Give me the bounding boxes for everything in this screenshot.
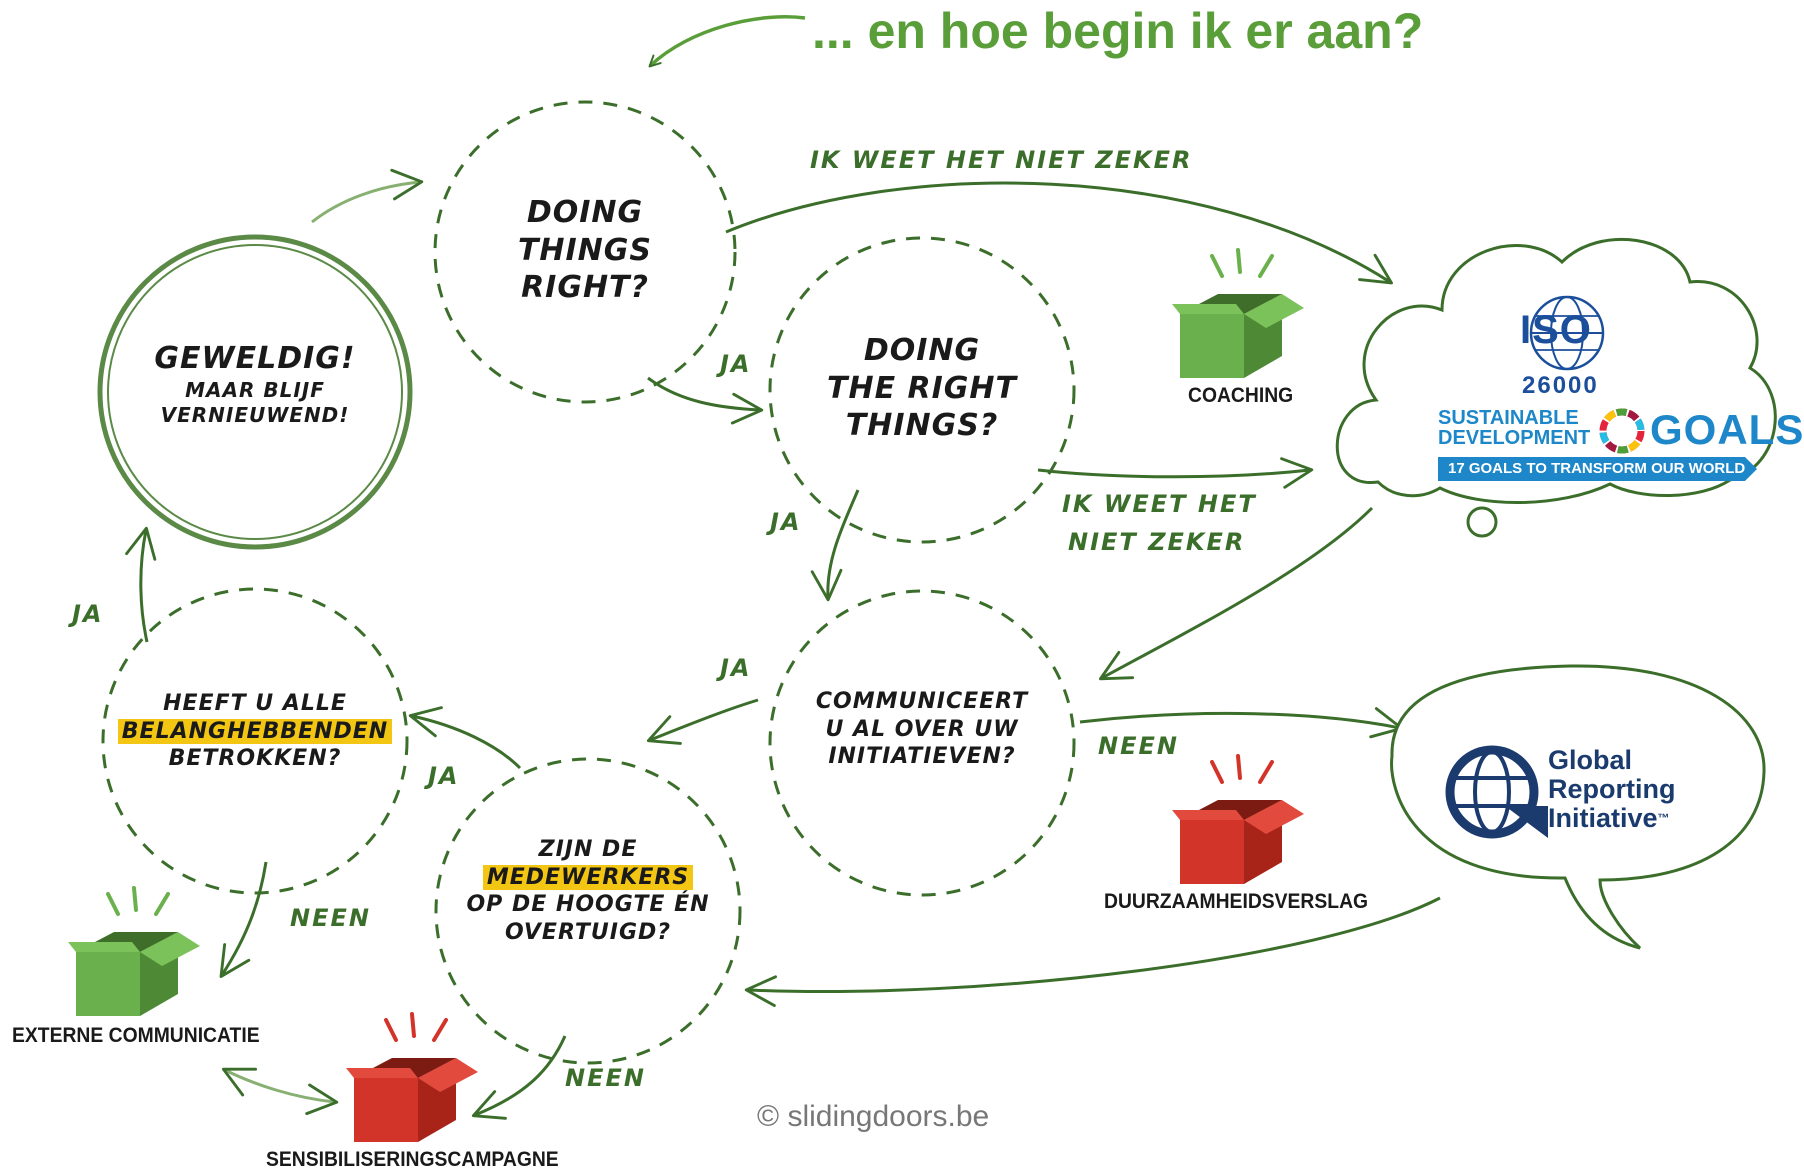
node-line: OVERTUIGD? [504,919,672,945]
arrow-doing-things-right-to-cloud [725,181,1393,285]
label-ja-1: JA [720,350,752,378]
gri-line1: Global [1548,745,1633,775]
arrow-stakeholders-to-externe [219,861,268,978]
label-ja-2: JA [770,508,802,536]
speech-bubble-shape [1390,664,1766,950]
arrow-doing-things-right-to-doing-right-things [647,376,764,425]
sdg-goals-word: GOALS [1650,406,1804,453]
node-line: THE RIGHT [827,370,1017,406]
arrow-title-to-start [648,15,806,68]
node-circle-communiceert [768,589,1076,897]
gri-line2: Reporting [1548,774,1676,804]
node-line: DOING [863,333,981,368]
copyright-text: © slidingdoors.be [757,1100,990,1133]
node-line: GEWELDIG! [154,341,356,376]
duurzaamheidsverslag-box-icon [1172,754,1304,884]
node-communiceert-text: COMMUNICEERT U AL OVER UW INITIATIEVEN? [792,688,1052,771]
node-line: INITIATIEVEN? [828,744,1016,769]
cloud-shape [1335,237,1777,504]
sensibilisering-box-icon [346,1012,478,1142]
label-niet-zeker-top: IK WEET HET NIET ZEKER [810,146,1193,174]
tool-label-externe-communicatie: EXTERNE COMMUNICATIE [12,1024,260,1047]
label-neen-3: NEEN [565,1064,646,1092]
node-line: ZIJN DE [538,837,638,862]
gri-logo-text: Global Reporting Initiative™ [1548,746,1676,833]
node-circle-medewerkers [434,757,742,1065]
node-line: VERNIEUWEND! [160,402,350,427]
node-circle-doing-things-right [433,100,737,404]
arrow-medewerkers-to-stakeholders [408,706,522,770]
gri-trademark: ™ [1657,811,1670,825]
node-doing-things-right-text: DOING THINGS RIGHT? [505,194,665,307]
sdg-line1: SUSTAINABLE [1438,407,1579,429]
iso-logo-text: ISO [1520,308,1592,352]
node-doing-right-things-text: DOING THE RIGHT THINGS? [817,332,1027,445]
sdg-banner-text: 17 GOALS TO TRANSFORM OUR WORLD [1448,460,1746,477]
node-line: THINGS? [845,408,999,443]
node-medewerkers-text: ZIJN DE MEDEWERKERS OP DE HOOGTE ÉN OVER… [448,836,728,946]
gri-globe-icon [1445,745,1548,839]
gri-line3: Initiative [1548,803,1658,833]
node-line: COMMUNICEERT [815,689,1029,714]
arrow-externe-sensibilisering [221,1067,339,1116]
label-niet-zeker-mid-2: NIET ZEKER [1068,528,1246,556]
arrow-doing-right-things-to-communiceert [810,489,860,602]
node-circle-geweldig [97,234,413,550]
node-line: THINGS [517,232,653,268]
page-title: ... en hoe begin ik er aan? [812,3,1424,59]
arrow-stakeholders-to-geweldig [125,526,157,643]
label-ja-3: JA [720,654,752,682]
sdg-line2: DEVELOPMENT [1438,427,1591,449]
node-line: HEEFT U ALLE [163,691,347,716]
highlight-stakeholders: BELANGHEBBENDEN [117,718,393,744]
node-line: MAAR BLIJF [185,377,325,402]
node-circle-geweldig-inner [107,244,403,540]
iso-number: 26000 [1522,372,1599,399]
arrow-doing-right-things-to-cloud [1037,457,1314,489]
label-ja-4: JA [428,762,460,790]
label-neen-2: NEEN [290,904,371,932]
node-line: U AL OVER UW [825,716,1019,742]
highlight-medewerkers: MEDEWERKERS [482,864,694,890]
cloud-tail-bubble [1466,506,1498,538]
sdg-goals-text: GOALS [1650,408,1804,452]
node-line: DOING [526,195,644,230]
sdg-banner [1438,457,1757,481]
sdg-wheel-icon [1599,408,1645,454]
tool-label-sensibilisering: SENSIBILISERINGSCAMPAGNE [266,1148,559,1170]
tool-label-coaching: COACHING [1188,384,1294,407]
arrow-gri-to-medewerkers [744,896,1441,1007]
arrow-medewerkers-to-sensibilisering [471,1035,567,1120]
arrow-communiceert-to-gri [1079,707,1404,739]
label-ja-5: JA [72,600,104,628]
node-line: RIGHT? [521,270,649,305]
node-geweldig-text: GEWELDIG! MAAR BLIJF VERNIEUWEND! [130,340,380,428]
coaching-box-icon [1172,248,1304,378]
label-niet-zeker-mid-1: IK WEET HET [1062,490,1257,518]
node-line: OP DE HOOGTE ÉN [466,892,710,917]
tool-label-duurzaamheidsverslag: DUURZAAMHEIDSVERSLAG [1104,890,1369,913]
arrow-geweldig-to-doing-things-right [311,168,424,224]
iso-globe-icon [1529,295,1605,371]
arrow-communiceert-to-stakeholders [646,698,759,745]
node-circle-stakeholders [101,587,409,895]
node-circle-doing-right-things [768,236,1076,544]
externe-communicatie-box-icon [68,886,200,1016]
label-neen-1: NEEN [1098,732,1179,760]
node-stakeholders-text: HEEFT U ALLE BELANGHEBBENDEN BETROKKEN? [110,690,400,773]
node-line: BETROKKEN? [168,746,342,771]
sdg-text-block: SUSTAINABLE DEVELOPMENT [1438,408,1590,448]
arrow-cloud-to-communiceert [1098,506,1374,681]
